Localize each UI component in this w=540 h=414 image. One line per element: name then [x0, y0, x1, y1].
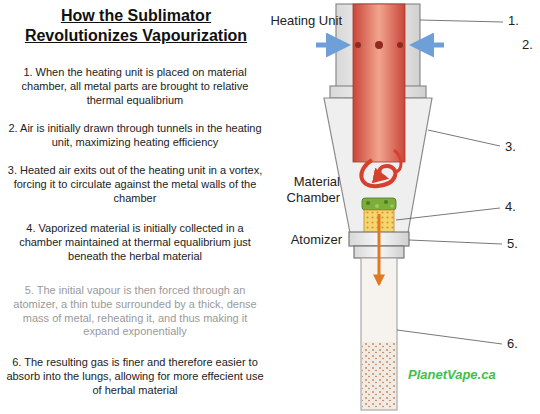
step-text: 4. Vaporized material is initially colle…: [4, 222, 266, 263]
callout-number: 4.: [505, 199, 529, 215]
leader-lines: [396, 20, 503, 344]
part-label: Material Chamber: [270, 174, 340, 207]
callout-number: 2.: [522, 37, 540, 53]
vapour-particles: [362, 342, 396, 409]
vortex-arrow: [361, 160, 395, 186]
step-text: 3. Heated air exits out of the heating u…: [4, 164, 266, 205]
herbal-material: [362, 198, 396, 210]
callout-number: 1.: [508, 13, 532, 29]
step-text: 6. The resulting gas is finer and theref…: [4, 356, 266, 397]
title: How the Sublimator Revolutionizes Vapour…: [4, 6, 268, 46]
part-label: Atomizer: [270, 232, 342, 248]
air-hole: [375, 41, 383, 49]
vortex-arrow: [394, 150, 401, 172]
callout-number: 6.: [507, 336, 531, 352]
air-hole: [355, 42, 361, 48]
vapour-arrow: [378, 214, 381, 284]
heating-element: [353, 4, 405, 162]
watermark: PlanetVape.ca: [408, 367, 518, 383]
air-hole: [397, 42, 403, 48]
callout-number: 3.: [505, 139, 529, 155]
step-text: 5. The initial vapour is then forced thr…: [4, 284, 266, 339]
air-arrow: [414, 43, 444, 48]
step-text: 2. Air is initially drawn through tunnel…: [4, 122, 266, 150]
step-text: 1. When the heating unit is placed on ma…: [4, 66, 266, 107]
air-arrow: [316, 43, 346, 48]
part-label: Heating Unit: [258, 13, 342, 29]
callout-number: 5.: [507, 236, 531, 252]
